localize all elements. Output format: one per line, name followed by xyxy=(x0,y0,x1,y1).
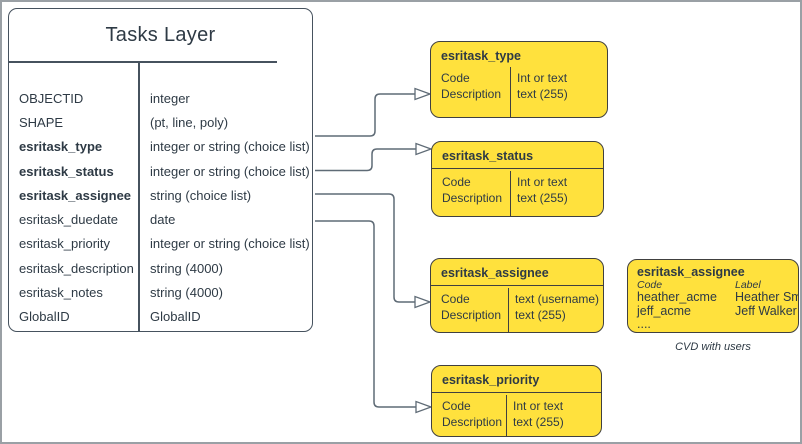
field-name: esritask_status xyxy=(19,163,114,179)
table-rows: OBJECTID integer SHAPE (pt, line, poly) … xyxy=(9,86,312,329)
arrowhead-icon xyxy=(415,400,433,414)
domain-box-body: Code Description Int or text text (255) xyxy=(431,67,607,117)
code-label: Code xyxy=(441,292,470,306)
domain-code-column: Code Description xyxy=(431,67,510,117)
domain-box-body: Code Description Int or text text (255) xyxy=(432,395,601,436)
domain-box-title: esritask_priority xyxy=(442,373,540,387)
cvd-label-value: Heather Smith xyxy=(735,290,798,304)
domain-box-body: Code Description Int or text text (255) xyxy=(432,171,603,216)
domain-type-column: Int or text text (255) xyxy=(510,67,607,117)
title-divider xyxy=(9,61,277,63)
connector-esritask-assignee xyxy=(315,193,415,303)
cvd-box-title: esritask_assignee xyxy=(637,265,745,279)
description-label: Description xyxy=(442,414,503,429)
field-type: integer or string (choice list) xyxy=(150,236,310,252)
domain-code-column: Code Description xyxy=(432,395,506,436)
code-label: Code xyxy=(442,175,471,189)
field-name: SHAPE xyxy=(19,114,64,130)
field-type: integer or string (choice list) xyxy=(150,163,310,179)
code-type: Int or text xyxy=(513,399,564,413)
table-row: esritask_description string (4000) xyxy=(9,256,312,280)
domain-code-column: Code Description xyxy=(432,171,510,216)
arrowhead-icon xyxy=(415,142,433,156)
field-name: esritask_duedate xyxy=(19,212,119,228)
field-type: GlobalID xyxy=(150,309,201,325)
domain-box-title: esritask_type xyxy=(441,49,521,63)
description-type: text (255) xyxy=(515,307,566,322)
title-divider xyxy=(431,285,603,286)
domain-box-body: Code Description text (username) text (2… xyxy=(431,288,603,332)
table-row: GlobalID GlobalID xyxy=(9,305,312,329)
domain-type-column: text (username) text (255) xyxy=(508,288,603,332)
description-label: Description xyxy=(442,190,503,205)
domain-box-esritask-type: esritask_type Code Description Int or te… xyxy=(430,41,608,118)
cvd-label-header: Label xyxy=(735,279,761,291)
field-name: esritask_description xyxy=(19,260,134,276)
table-row: esritask_status integer or string (choic… xyxy=(9,159,312,183)
field-name: esritask_type xyxy=(19,139,103,155)
cvd-table: Code Label heather_acme Heather Smith je… xyxy=(637,279,798,332)
table-row: esritask_priority integer or string (cho… xyxy=(9,232,312,256)
domain-type-column: Int or text text (255) xyxy=(506,395,601,436)
field-type: string (4000) xyxy=(150,260,223,276)
title-divider xyxy=(432,392,601,393)
field-name: GlobalID xyxy=(19,309,70,325)
domain-type-column: Int or text text (255) xyxy=(510,171,603,216)
table-row: OBJECTID integer xyxy=(9,86,312,110)
field-type: string (choice list) xyxy=(150,187,252,203)
cvd-code-header: Code xyxy=(637,279,663,291)
field-name: esritask_notes xyxy=(19,285,103,301)
cvd-more-indicator: .... xyxy=(637,317,651,331)
domain-code-column: Code Description xyxy=(431,288,508,332)
connector-esritask-type xyxy=(315,93,415,137)
table-row: SHAPE (pt, line, poly) xyxy=(9,110,312,134)
field-type: integer xyxy=(150,90,190,106)
description-type: text (255) xyxy=(517,86,568,101)
connector-esritask-priority xyxy=(315,220,416,408)
description-label: Description xyxy=(441,307,502,322)
code-type: text (username) xyxy=(515,292,600,306)
field-type: date xyxy=(150,212,176,228)
cvd-code-value: heather_acme xyxy=(637,290,717,304)
code-label: Code xyxy=(442,399,471,413)
domain-box-esritask-status: esritask_status Code Description Int or … xyxy=(431,141,604,217)
cvd-label-value: Jeff Walker xyxy=(735,303,797,318)
description-type: text (255) xyxy=(513,414,564,429)
arrowhead-icon xyxy=(414,87,432,101)
description-type: text (255) xyxy=(517,190,568,205)
cvd-code-value: jeff_acme xyxy=(637,303,691,318)
cvd-box-esritask-assignee: esritask_assignee Code Label heather_acm… xyxy=(627,259,799,333)
description-label: Description xyxy=(441,86,502,101)
domain-box-esritask-assignee: esritask_assignee Code Description text … xyxy=(430,258,604,333)
domain-box-title: esritask_status xyxy=(442,149,534,163)
field-name: esritask_priority xyxy=(19,236,111,252)
field-type: string (4000) xyxy=(150,285,223,301)
code-label: Code xyxy=(441,71,470,85)
field-type: integer or string (choice list) xyxy=(150,139,310,155)
arrowhead-icon xyxy=(414,295,432,309)
field-type: (pt, line, poly) xyxy=(150,114,229,130)
domain-box-title: esritask_assignee xyxy=(441,266,549,280)
field-name: esritask_assignee xyxy=(19,187,132,203)
column-divider xyxy=(138,61,140,331)
connector-esritask-status xyxy=(315,148,416,172)
field-name: OBJECTID xyxy=(19,90,84,106)
table-row: esritask_type integer or string (choice … xyxy=(9,135,312,159)
table-row: esritask_duedate date xyxy=(9,207,312,231)
tasks-layer-table: Tasks Layer OBJECTID integer SHAPE (pt, … xyxy=(8,8,313,332)
cvd-caption: CVD with users xyxy=(675,341,751,353)
code-type: Int or text xyxy=(517,175,568,189)
domain-box-esritask-priority: esritask_priority Code Description Int o… xyxy=(431,365,602,437)
code-type: Int or text xyxy=(517,71,568,85)
title-divider xyxy=(432,168,603,169)
table-title: Tasks Layer xyxy=(105,24,216,46)
table-row: esritask_assignee string (choice list) xyxy=(9,183,312,207)
table-row: esritask_notes string (4000) xyxy=(9,280,312,304)
